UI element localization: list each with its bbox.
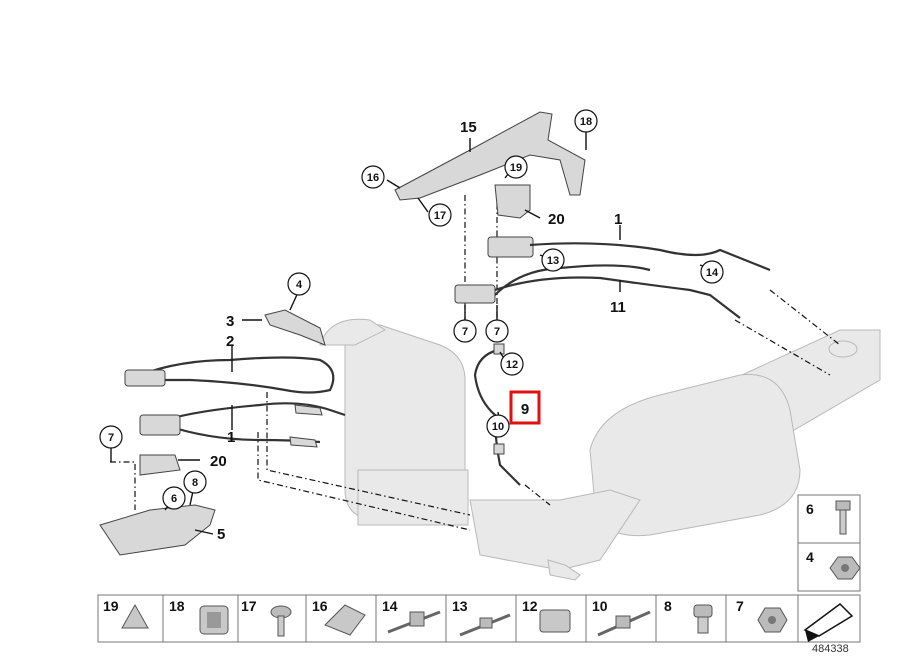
callout-5: 5	[217, 526, 225, 543]
svg-text:2: 2	[226, 333, 234, 350]
callout-15: 15	[460, 119, 477, 136]
speed-nut-icon	[324, 604, 366, 636]
svg-text:14: 14	[706, 267, 719, 279]
svg-text:10: 10	[592, 598, 608, 614]
svg-text:17: 17	[241, 598, 257, 614]
callout-7-c: 7	[99, 425, 123, 449]
callout-1-left: 1	[227, 429, 235, 446]
legend-side: 6 4	[797, 494, 861, 592]
legend-cell-8[interactable]: 8	[655, 594, 727, 643]
clip-icon	[121, 603, 149, 629]
sensor-9-wire	[473, 343, 521, 486]
callout-10: 10	[486, 414, 510, 438]
callout-13: 13	[541, 248, 565, 272]
svg-text:7: 7	[462, 326, 468, 338]
svg-text:1: 1	[227, 429, 235, 446]
hex-nut-icon	[757, 607, 788, 633]
callout-20-left: 20	[210, 453, 227, 470]
legend-cell-4[interactable]: 4	[797, 542, 861, 592]
sensor-wires-left	[124, 356, 346, 448]
legend-cell-arrow	[797, 594, 861, 643]
callout-18: 18	[574, 109, 598, 133]
callout-1-top: 1	[614, 211, 622, 228]
cable-tie-icon	[597, 610, 651, 637]
svg-text:7: 7	[108, 432, 114, 444]
callout-14: 14	[700, 260, 724, 284]
svg-text:16: 16	[312, 598, 328, 614]
legend-cell-17[interactable]: 17	[237, 594, 307, 643]
legend-cell-14[interactable]: 14	[375, 594, 447, 643]
callout-20-top: 20	[548, 211, 565, 228]
screw-icon	[270, 605, 292, 637]
callout-11: 11	[610, 299, 626, 316]
spring-clip-icon	[199, 605, 229, 635]
legend-cell-7[interactable]: 7	[725, 594, 799, 643]
legend-cell-12[interactable]: 12	[515, 594, 587, 643]
cable-tie-icon	[387, 610, 441, 634]
plug-icon	[693, 604, 713, 634]
nox-sensor-upper	[454, 236, 534, 304]
callout-17: 17	[428, 203, 452, 227]
svg-text:7: 7	[736, 598, 744, 614]
callout-8: 8	[183, 470, 207, 494]
svg-text:20: 20	[210, 453, 227, 470]
svg-text:18: 18	[169, 598, 185, 614]
callout-7-b: 7	[485, 319, 509, 343]
callout-7-a: 7	[453, 319, 477, 343]
svg-text:18: 18	[580, 116, 592, 128]
svg-text:1: 1	[614, 211, 622, 228]
diagram-reference-number: 484338	[812, 643, 849, 655]
exhaust-assembly-ghost	[319, 318, 881, 581]
svg-text:15: 15	[460, 119, 477, 136]
svg-text:13: 13	[452, 598, 468, 614]
callout-4: 4	[287, 272, 311, 296]
svg-text:20: 20	[548, 211, 565, 228]
bracket-assembly-15	[394, 111, 586, 219]
svg-text:5: 5	[217, 526, 225, 543]
svg-text:6: 6	[806, 501, 814, 517]
callout-16: 16	[361, 165, 385, 189]
cable-tie-icon	[459, 613, 511, 637]
svg-text:4: 4	[806, 549, 814, 565]
callout-12: 12	[500, 352, 524, 376]
svg-text:10: 10	[492, 421, 504, 433]
bolt-icon	[835, 500, 851, 535]
hex-nut-icon	[829, 556, 861, 580]
callout-9-highlighted[interactable]: 9	[509, 390, 541, 425]
callout-6: 6	[162, 486, 186, 510]
svg-text:11: 11	[610, 299, 626, 316]
legend-cell-18[interactable]: 18	[162, 594, 239, 643]
svg-text:16: 16	[367, 172, 379, 184]
legend-bottom: 19 18 17 16	[97, 594, 861, 643]
bracket-left-assembly	[99, 309, 326, 556]
svg-text:13: 13	[547, 255, 559, 267]
holder-icon	[539, 609, 571, 633]
svg-text:9: 9	[521, 401, 529, 418]
legend-cell-10[interactable]: 10	[585, 594, 657, 643]
svg-text:17: 17	[434, 210, 446, 222]
svg-text:8: 8	[192, 477, 198, 489]
callout-3: 3	[226, 313, 234, 330]
svg-text:19: 19	[510, 162, 522, 174]
svg-text:8: 8	[664, 598, 672, 614]
callout-2: 2	[226, 333, 234, 350]
legend-cell-6[interactable]: 6	[797, 494, 861, 544]
svg-text:14: 14	[382, 598, 398, 614]
legend-cell-16[interactable]: 16	[305, 594, 377, 643]
svg-text:19: 19	[103, 598, 119, 614]
sensor-wires-right	[494, 242, 771, 319]
legend-cell-19[interactable]: 19	[97, 594, 164, 643]
svg-text:6: 6	[171, 493, 177, 505]
direction-arrow-icon	[803, 603, 854, 642]
callout-19: 19	[504, 155, 528, 179]
svg-text:7: 7	[494, 326, 500, 338]
svg-text:3: 3	[226, 313, 234, 330]
legend-cell-13[interactable]: 13	[445, 594, 517, 643]
svg-text:12: 12	[506, 359, 518, 371]
svg-text:12: 12	[522, 598, 538, 614]
svg-text:4: 4	[296, 279, 303, 291]
